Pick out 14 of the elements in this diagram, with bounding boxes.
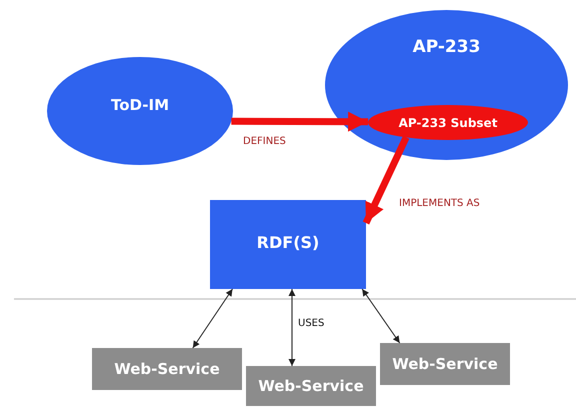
- node-label: Web-Service: [392, 355, 498, 373]
- node-label: Web-Service: [114, 360, 220, 378]
- node-label: Web-Service: [258, 377, 364, 395]
- process-box: [246, 366, 376, 406]
- edge-label: DEFINES: [242, 136, 287, 147]
- node-label: AP-233 Subset: [398, 116, 498, 130]
- edge-label: IMPLEMENTS AS: [398, 198, 481, 209]
- process-box: [92, 348, 242, 390]
- node-label: RDF(S): [256, 233, 320, 252]
- process-box: [380, 343, 510, 385]
- node-label: ToD-IM: [110, 96, 169, 114]
- node-label: AP-233: [412, 37, 480, 57]
- process-box: [210, 200, 366, 289]
- edge-label: USES: [297, 318, 326, 329]
